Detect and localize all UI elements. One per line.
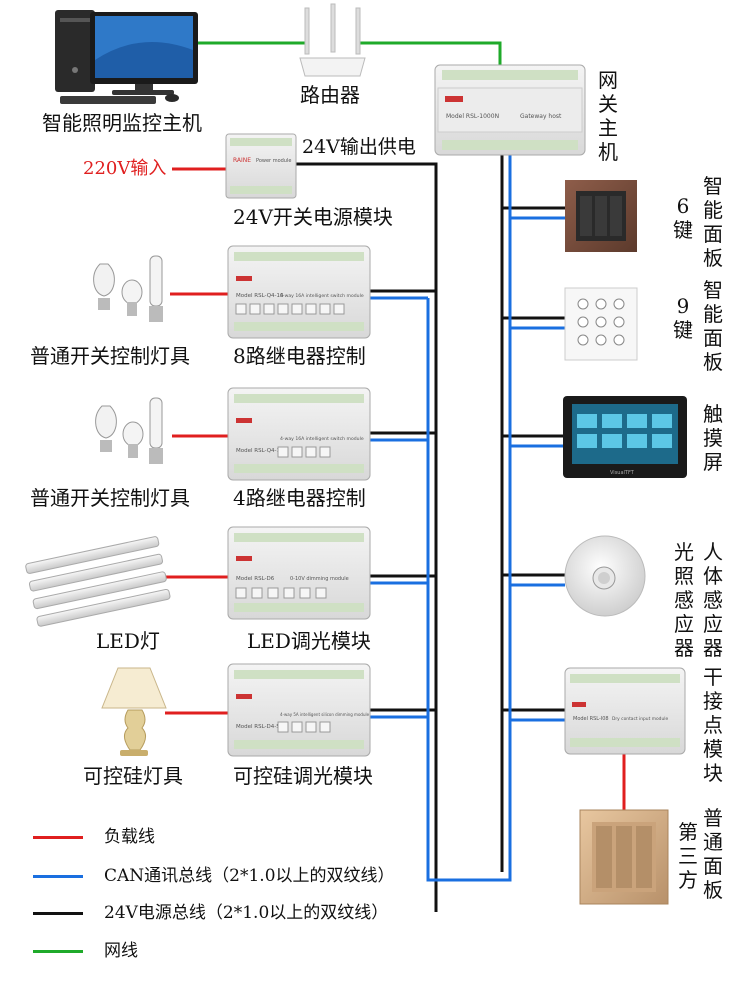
relay4-model-text: Model RSL-Q4-16: [236, 448, 284, 454]
dry-contact-device: Model RSL-I08 Dry contact input module: [564, 667, 686, 755]
lamp-group-1-label: 普通开关控制灯具: [30, 344, 190, 368]
relay8-model-text: Model RSL-Q4-16: [236, 293, 284, 299]
relay4-device: Model RSL-Q4-16 4-way 16A intelligent sw…: [227, 387, 371, 481]
load-wires: [165, 167, 626, 812]
network-wires: [198, 41, 502, 75]
power-psu-out: [296, 162, 438, 912]
ordinary-panel-label: 普通面板: [703, 806, 723, 902]
relay4-type-text: 4-way 16A intelligent switch module: [280, 436, 364, 442]
psu-module-label: 24V开关电源模块: [233, 205, 393, 229]
panel6-count-label: 6键: [673, 194, 693, 242]
legend-line-power: [33, 912, 83, 915]
human-sensor-label: 人体感应器: [703, 540, 723, 660]
bulbs-icon-2: [95, 397, 163, 464]
panel9-icon: [564, 287, 638, 361]
relay8-device: Model RSL-Q4-16 8-way 16A intelligent sw…: [227, 245, 371, 339]
scr-lamp-label: 可控硅灯具: [83, 764, 183, 788]
monitor-host-icon: [55, 10, 198, 104]
gateway-label: 网关主机: [598, 68, 618, 164]
psu-title-text: Power module: [256, 158, 291, 164]
scr-dimmer-device: Model RSL-D4-5 4-way 5A intelligent sili…: [227, 663, 371, 757]
bulbs-icon-1: [93, 255, 163, 322]
psu-device: RAINE Power module: [225, 133, 297, 199]
legend-text-network: 网线: [104, 941, 138, 961]
monitor-host-label: 智能照明监控主机: [42, 111, 202, 135]
dry-type-text: Dry contact input module: [612, 716, 668, 722]
panel6-icon: [565, 180, 637, 252]
input-220v-label: 220V输入: [83, 158, 167, 179]
third-party-panel-icon: [579, 809, 669, 905]
can-bus: [370, 150, 565, 882]
panel9-count-label: 9键: [673, 294, 693, 342]
dry-model-text: Model RSL-I08: [573, 716, 609, 722]
router-icon: [299, 3, 366, 77]
table-lamp-icon: [101, 667, 167, 756]
legend-text-load: 负载线: [104, 827, 155, 847]
legend-line-load: [33, 836, 83, 839]
psu-brand-text: RAINE: [233, 157, 251, 164]
panel9-name-label: 智能面板: [703, 278, 723, 374]
gateway-device: Model RSL-1000N Gateway host: [434, 64, 586, 156]
output-24v-label: 24V输出供电: [302, 136, 416, 158]
relay8-type-text: 8-way 16A intelligent switch module: [280, 293, 364, 299]
light-sensor-label: 光照感应器: [674, 540, 694, 660]
lamp-group-2-label: 普通开关控制灯具: [30, 486, 190, 510]
can-main: [426, 150, 512, 882]
third-party-label: 第三方: [678, 820, 698, 892]
panel6-name-label: 智能面板: [703, 174, 723, 270]
touch-brand-text: VisualTFT: [610, 470, 635, 476]
touchscreen-icon: VisualTFT: [563, 396, 687, 478]
led-dimmer-device: Model RSL-D6 0-10V dimming module: [227, 526, 371, 620]
legend-text-can: CAN通讯总线（2*1.0以上的双纹线）: [104, 866, 395, 886]
relay4-label: 4路继电器控制: [233, 486, 366, 510]
led-type-text: 0-10V dimming module: [290, 576, 349, 582]
led-dimmer-label: LED调光模块: [247, 629, 371, 653]
power-bus: [296, 150, 565, 912]
relay8-label: 8路继电器控制: [233, 344, 366, 368]
led-lamp-label: LED灯: [96, 629, 160, 653]
legend-line-can: [33, 875, 83, 878]
touchscreen-label: 触摸屏: [703, 402, 723, 474]
gateway-type-text: Gateway host: [520, 113, 562, 120]
sensor-icon: [564, 535, 646, 617]
router-label: 路由器: [300, 83, 360, 107]
net-router-gateway: [360, 41, 502, 75]
gateway-model-text: Model RSL-1000N: [446, 113, 499, 120]
scr-type-text: 4-way 5A intelligent silicon dimming mod…: [280, 712, 370, 717]
led-model-text: Model RSL-D6: [236, 576, 275, 582]
legend-text-power: 24V电源总线（2*1.0以上的双纹线）: [104, 903, 389, 923]
led-tubes-icon: [25, 536, 171, 627]
legend-line-network: [33, 950, 83, 953]
dry-contact-label: 干接点模块: [703, 665, 723, 785]
scr-dimmer-label: 可控硅调光模块: [233, 764, 373, 788]
scr-model-text: Model RSL-D4-5: [236, 724, 280, 730]
